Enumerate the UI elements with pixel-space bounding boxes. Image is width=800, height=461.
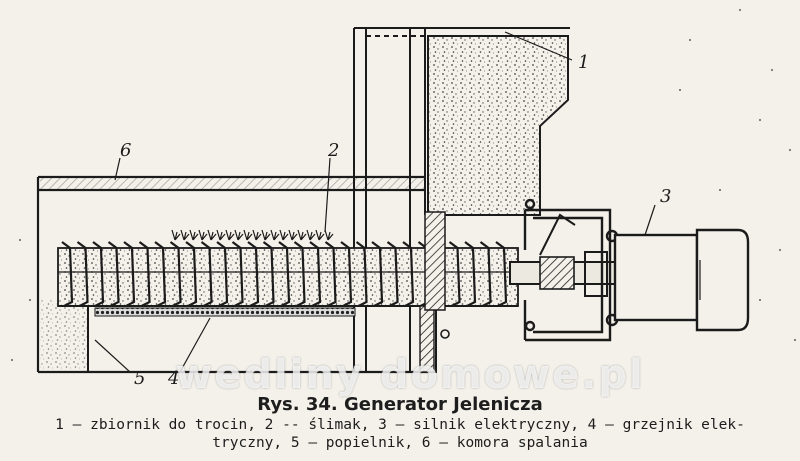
technical-drawing	[10, 8, 797, 374]
callout-4: 4	[168, 368, 180, 389]
callout-1: 1	[578, 52, 590, 73]
sawdust-pile-marks	[171, 229, 334, 241]
callout-3: 3	[660, 186, 672, 207]
hopper-wall	[424, 211, 446, 311]
watermark-text: wedliny domowe.pl	[175, 352, 645, 398]
paper-specks	[10, 8, 797, 362]
callout-5: 5	[134, 368, 146, 389]
callout-6: 6	[120, 140, 132, 161]
chamber-roof	[40, 178, 425, 189]
caption-legend-line-1: 1 — zbiornik do trocin, 2 -- ślimak, 3 —…	[55, 417, 745, 433]
sawdust-hopper	[427, 31, 573, 216]
combustion-chamber	[36, 175, 430, 374]
callout-2: 2	[328, 140, 340, 161]
electric-heater	[94, 307, 356, 317]
ash-pit	[40, 300, 89, 372]
base-flange	[365, 305, 450, 373]
caption-legend-line-2: tryczny, 5 — popielnik, 6 — komora spala…	[212, 435, 588, 451]
electric-motor	[613, 228, 750, 332]
generator-drawing: 1 6 2 3 5 4	[10, 8, 797, 389]
motor-frame	[523, 198, 619, 342]
caption-title: Rys. 34. Generator Jelenicza	[257, 394, 543, 415]
callout-leaders	[94, 157, 656, 373]
drive-shaft	[509, 251, 621, 297]
